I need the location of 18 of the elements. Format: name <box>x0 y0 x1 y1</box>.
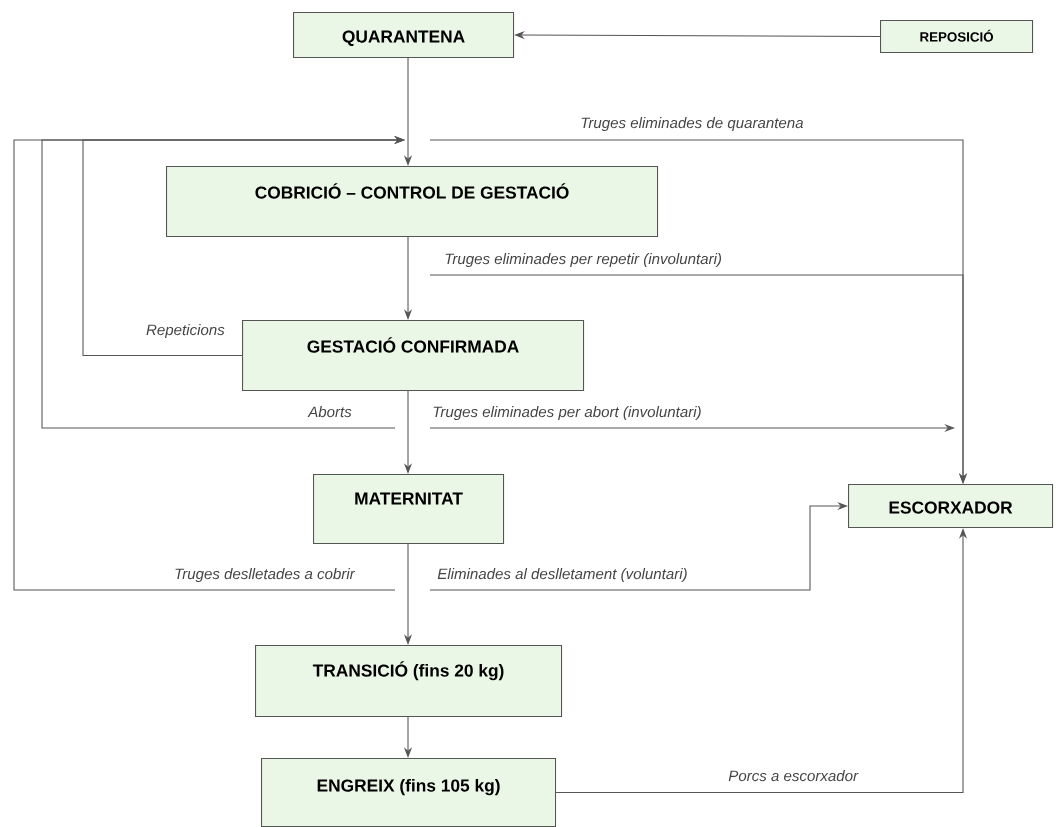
arrow <box>13 135 405 591</box>
arrow <box>429 501 848 591</box>
edge-label: Repeticions <box>146 324 225 339</box>
process-box: MATERNITAT <box>313 474 505 545</box>
edge-label: Truges eliminades per repetir (involuntari) <box>445 253 722 268</box>
edge-label: Porcs a escorxador <box>728 770 859 782</box>
edge-label: Truges eliminades de quarantena <box>581 117 804 132</box>
process-box: COBRICIÓ – CONTROL DE GESTACIÓ <box>166 166 659 238</box>
process-box: TRANSICIÓ (fins 20 kg) <box>255 645 563 718</box>
edge-label: Truges deslletades a cobrir <box>175 568 356 583</box>
edge-label: Truges eliminades per abort (involuntari) <box>433 406 701 421</box>
process-box: QUARANTENA <box>293 12 515 59</box>
process-box: REPOSICIÓ <box>880 20 1034 54</box>
process-box: ENGREIX (fins 105 kg) <box>261 758 557 827</box>
process-box: ESCORXADOR <box>848 484 1054 529</box>
edge-label: Eliminades al deslletament (voluntari) <box>437 568 687 583</box>
process-box: GESTACIÓ CONFIRMADA <box>242 320 585 392</box>
edge-label: Aborts <box>307 406 352 418</box>
